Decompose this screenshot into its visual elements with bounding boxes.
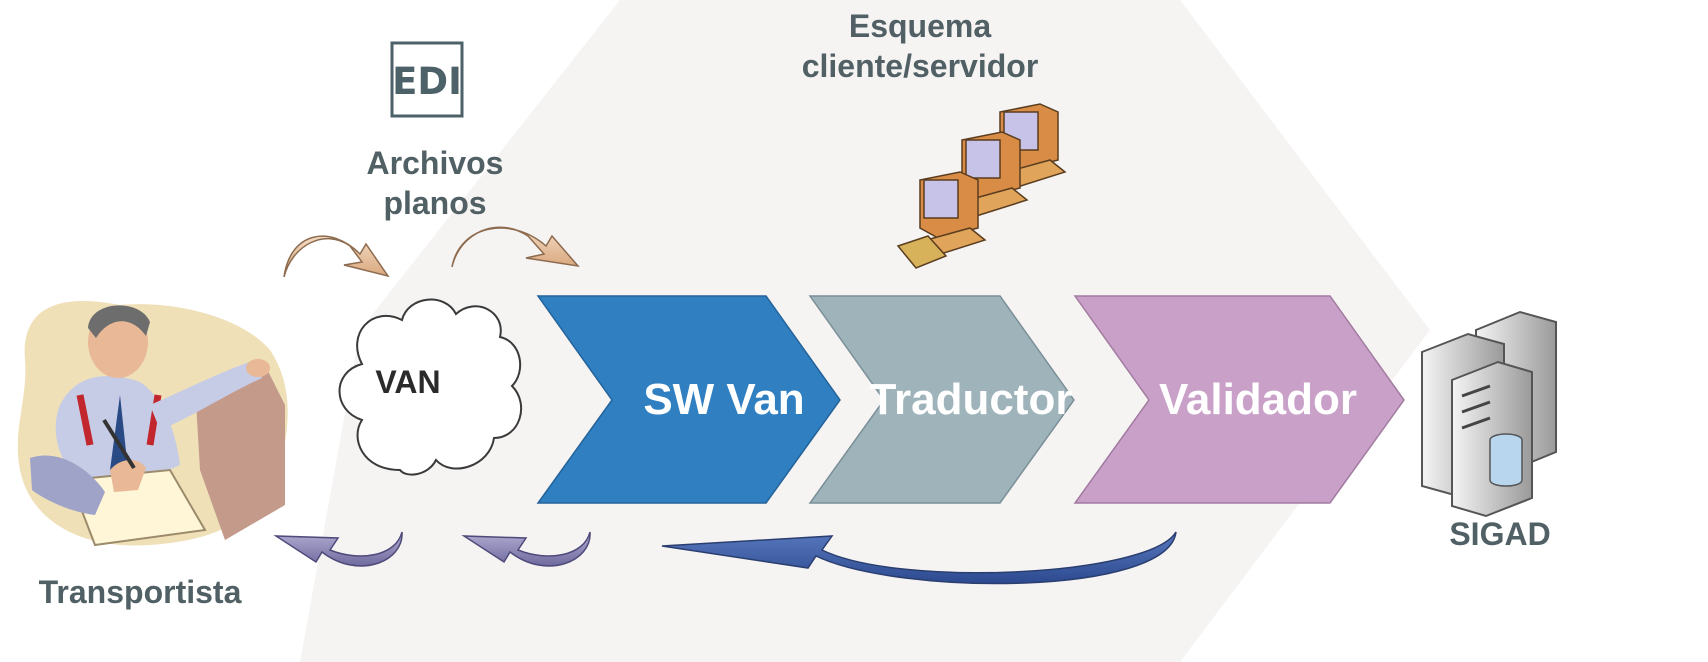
chevron-traductor: [808, 295, 1075, 504]
server-database-icon: [1421, 310, 1557, 518]
return-arrow-2: [461, 531, 591, 567]
archivos-planos-label: Archivos planos: [366, 145, 504, 221]
forward-arrow-1: [283, 235, 390, 278]
chevron-validador: [1073, 295, 1405, 504]
traductor-label: Traductor: [869, 375, 1073, 424]
validador-label: Validador: [1158, 375, 1358, 424]
edi-document-icon: EDI: [390, 41, 464, 118]
transportista-label: Transportista: [38, 574, 242, 610]
van-label: VAN: [375, 364, 441, 400]
edi-icon-text: EDI: [392, 60, 462, 103]
chevron-sw-van: [536, 295, 841, 504]
transportista-person-icon: [17, 300, 288, 547]
client-server-computers-icon: [896, 103, 1067, 269]
forward-arrow-2: [451, 226, 580, 268]
sw-van-label: SW Van: [643, 375, 805, 424]
big-return-arrow: [661, 531, 1177, 585]
van-cloud-icon: [338, 298, 522, 476]
esquema-cliente-servidor-label: Esquema cliente/servidor: [801, 8, 1039, 84]
return-arrow-1: [273, 531, 403, 567]
sigad-label: SIGAD: [1449, 516, 1551, 552]
